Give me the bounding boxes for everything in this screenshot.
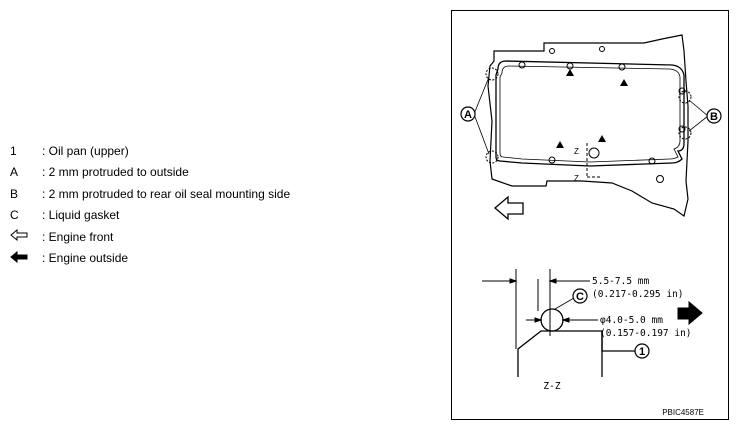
engine-outside-arrow-icon xyxy=(677,300,703,326)
callout-a: A xyxy=(460,76,490,155)
liquid-gasket-bead xyxy=(540,308,564,332)
section-mark-z: Z xyxy=(574,174,579,183)
dim-dia-mm: φ4.0-5.0 mm xyxy=(600,315,663,326)
legend-key: 1 xyxy=(10,143,17,158)
legend-text: : Engine front xyxy=(42,229,114,244)
section-mark-z: Z xyxy=(574,147,579,156)
gasket-bead-outer xyxy=(495,60,685,167)
triangle-mark xyxy=(556,141,564,148)
legend-row-a: A : 2 mm protruded to outside xyxy=(10,162,290,184)
engine-front-arrow-icon xyxy=(493,195,524,221)
callout-1-label: 1 xyxy=(639,346,645,358)
legend-text: : Engine outside xyxy=(42,251,129,266)
dim-width-mm: 5.5-7.5 mm xyxy=(592,276,649,287)
gasket-bead-inner xyxy=(499,65,681,163)
dim-dia-in: (0.157-0.197 in) xyxy=(600,328,692,339)
legend-key: B xyxy=(10,186,19,201)
dim-width-in: (0.217-0.295 in) xyxy=(592,289,684,300)
triangle-mark xyxy=(566,69,574,76)
triangle-mark xyxy=(598,135,606,142)
figure-frame: A B Z Z xyxy=(451,10,729,420)
oil-pan-diagram: A B Z Z xyxy=(460,34,722,417)
section-z-z xyxy=(482,269,635,377)
callout-a-label: A xyxy=(464,109,472,121)
triangle-mark xyxy=(620,79,628,86)
legend-row-engine-outside: : Engine outside xyxy=(10,248,290,270)
legend: 1 : Oil pan (upper) A : 2 mm protruded t… xyxy=(10,140,290,269)
oil-pan-top-view xyxy=(485,34,692,217)
legend-row-1: 1 : Oil pan (upper) xyxy=(10,140,290,162)
legend-text: : Liquid gasket xyxy=(42,208,120,223)
figure-code: PBIC4587E xyxy=(662,408,704,417)
legend-text: : 2 mm protruded to outside xyxy=(42,165,189,180)
legend-text: : Oil pan (upper) xyxy=(42,143,129,158)
callout-b-label: B xyxy=(710,111,718,123)
callout-b: B xyxy=(688,99,722,132)
legend-key: C xyxy=(10,208,19,223)
solid-arrow-left-icon xyxy=(10,250,28,263)
legend-row-c: C : Liquid gasket xyxy=(10,205,290,227)
section-label: Z-Z xyxy=(543,381,560,392)
outline-arrow-left-icon xyxy=(10,229,28,242)
legend-row-engine-front: : Engine front xyxy=(10,226,290,248)
gasket-marks xyxy=(556,69,628,148)
legend-text: : 2 mm protruded to rear oil seal mounti… xyxy=(42,186,291,201)
legend-key: A xyxy=(10,165,19,180)
legend-row-b: B : 2 mm protruded to rear oil seal moun… xyxy=(10,183,290,205)
oil-pan-outline xyxy=(487,34,689,217)
callout-c-label: C xyxy=(576,291,584,303)
